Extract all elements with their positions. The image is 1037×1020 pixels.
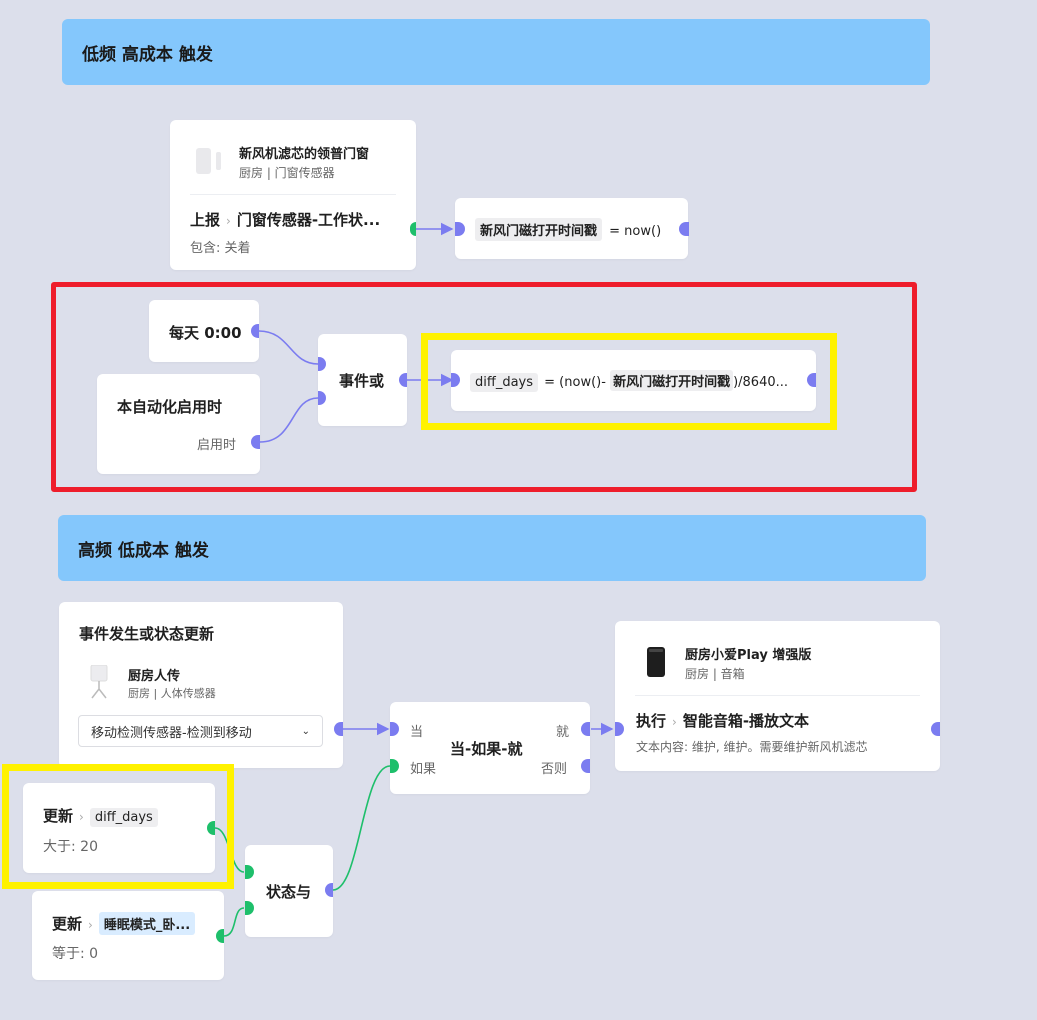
chevron-down-icon: ⌄ [301,725,310,737]
event-select[interactable]: 移动检测传感器-检测到移动 ⌄ [78,715,323,747]
highlight-box-red [51,282,917,492]
output-port[interactable] [216,929,224,943]
trigger-label: 每天 0:00 [169,324,242,342]
input-port[interactable] [318,357,326,371]
daily-trigger-node[interactable]: 每天 0:00 [149,300,259,362]
variable-chip: 睡眠模式_卧... [98,912,196,935]
highlight-box-yellow [421,333,837,430]
variable-chip: diff_days [89,808,158,827]
input-port-if[interactable] [390,759,399,773]
state-and-node[interactable]: 状态与 [245,845,333,937]
variable-chip: diff_days [470,373,539,392]
port-label-when: 当 [410,725,424,740]
group-title: 低频 高成本 触发 [82,44,213,65]
assign-timestamp-node[interactable]: 新风门磁打开时间戳 = now() [455,198,689,259]
expression: = now() [609,224,662,239]
output-port[interactable] [251,324,259,338]
output-port-else[interactable] [581,759,590,773]
output-port[interactable] [399,373,407,387]
output-port[interactable] [251,435,260,449]
content-text: 文本内容: 维护, 维护。需要维护新风机滤芯 [636,740,868,754]
update-row: 更新 › diff_days [43,805,158,827]
input-port-when[interactable] [390,722,399,736]
update-sleep-node[interactable]: 更新 › 睡眠模式_卧... 等于: 0 [32,891,224,980]
update-label: 更新 [52,915,83,933]
device-sub: 厨房 | 音箱 [685,667,745,681]
divider [635,695,920,696]
group-header-low-freq: 低频 高成本 触发 [62,19,930,85]
motion-sensor-icon [88,664,110,699]
output-port[interactable] [931,722,940,736]
trigger-title: 本自动化启用时 [117,398,223,416]
action-label: 执行 [636,712,667,730]
device-name: 厨房人传 [128,669,181,684]
action-row: 执行 › 智能音箱-播放文本 [636,710,809,731]
speaker-action-node[interactable]: 厨房小爱Play 增强版 厨房 | 音箱 执行 › 智能音箱-播放文本 文本内容: … [615,621,940,771]
report-row: 上报 › 门窗传感器-工作状... [190,209,380,230]
port-label: 启用时 [197,438,237,453]
event-or-state-node[interactable]: 事件发生或状态更新 厨房人传 厨房 | 人体传感器 移动检测传感器-检测到移动 … [59,602,343,768]
chevron-right-icon: › [226,214,231,228]
wire-sleep-to-and [223,907,245,937]
group-header-high-freq: 高频 低成本 触发 [58,515,926,581]
report-label: 上报 [190,211,221,229]
event-or-node[interactable]: 事件或 [318,334,407,426]
wire-and-to-if [332,765,391,891]
highlight-box-yellow [2,764,234,889]
diff-expression: diff_days = (now()- 新风门磁打开时间戳)/8640... [470,370,788,392]
node-label: 事件或 [339,372,385,390]
update-label: 更新 [43,807,74,825]
chevron-right-icon: › [88,918,93,932]
report-value: 门窗传感器-工作状... [236,211,381,229]
action-value: 智能音箱-播放文本 [682,712,810,730]
variable-chip: 新风门磁打开时间戳 [475,218,603,241]
group-title: 高频 低成本 触发 [78,540,209,561]
input-port[interactable] [615,722,624,736]
output-port[interactable] [679,222,689,236]
port-label-else: 否则 [541,762,568,777]
device-name: 新风机滤芯的领普门窗 [239,147,370,162]
door-sensor-icon [196,148,224,174]
enable-trigger-node[interactable]: 本自动化启用时 启用时 [97,374,260,474]
input-port[interactable] [455,222,465,236]
when-if-then-node[interactable]: 当 如果 当-如果-就 就 否则 [390,702,590,794]
input-port[interactable] [451,373,460,387]
output-port[interactable] [410,222,416,236]
input-port[interactable] [245,865,254,879]
chevron-right-icon: › [79,810,84,824]
expression-prefix: = (now()- [544,375,606,390]
output-port[interactable] [807,373,816,387]
device-name: 厨房小爱Play 增强版 [685,648,812,663]
output-port[interactable] [334,722,343,736]
assign-expression: 新风门磁打开时间戳 = now() [475,218,661,241]
contains-label: 包含: 关着 [190,241,251,256]
output-port-then[interactable] [581,722,590,736]
node-title: 事件发生或状态更新 [79,625,215,643]
speaker-icon [647,647,665,677]
output-port[interactable] [207,821,215,835]
expression-suffix: )/8640... [733,375,789,390]
update-row: 更新 › 睡眠模式_卧... [52,912,196,935]
diff-days-assign-node[interactable]: diff_days = (now()- 新风门磁打开时间戳)/8640... [451,350,816,411]
output-port[interactable] [325,883,333,897]
device-sub: 厨房 | 门窗传感器 [239,166,335,180]
variable-chip: 新风门磁打开时间戳 [610,370,734,391]
chevron-right-icon: › [672,715,677,729]
door-sensor-node[interactable]: 新风机滤芯的领普门窗 厨房 | 门窗传感器 上报 › 门窗传感器-工作状... 包含… [170,120,416,270]
port-label-if: 如果 [410,762,437,777]
update-diff-node[interactable]: 更新 › diff_days 大于: 20 [23,783,215,873]
port-label-then: 就 [556,725,570,740]
divider [190,194,396,195]
node-label: 当-如果-就 [450,740,523,758]
select-value: 移动检测传感器-检测到移动 [91,725,252,741]
condition-text: 大于: 20 [43,839,98,855]
node-label: 状态与 [266,883,312,901]
device-sub: 厨房 | 人体传感器 [128,687,216,700]
condition-text: 等于: 0 [52,946,99,962]
input-port[interactable] [318,391,326,405]
input-port[interactable] [245,901,254,915]
